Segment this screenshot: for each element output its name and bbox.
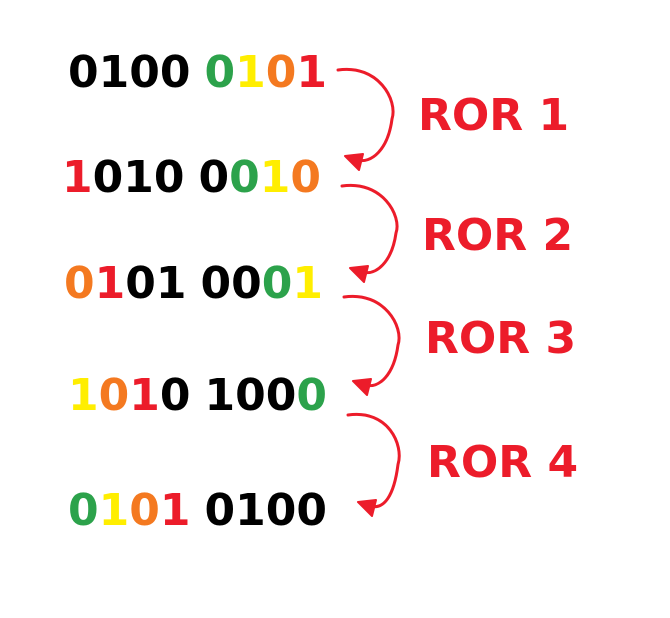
bit-digit: 0 <box>64 258 95 309</box>
bit-digit: 0 <box>265 370 297 421</box>
bit-digit: 1 <box>94 258 126 309</box>
step-label-ror-4: ROR 4 <box>427 437 579 488</box>
bit-digit: 0 <box>296 485 327 536</box>
bit-digit: 0 <box>68 485 99 536</box>
bit-digit: 0 <box>265 47 297 98</box>
bit-digit: 0 <box>290 152 321 203</box>
ror-arrow-3 <box>342 294 401 388</box>
bit-digit: 0 <box>265 485 297 536</box>
bit-digit: 0 <box>153 152 185 203</box>
step-label-ror-1: ROR 1 <box>418 90 570 141</box>
bit-digit: 0 <box>129 47 160 98</box>
bit-digit: 0 <box>261 258 293 309</box>
bit-digit: 1 <box>235 47 266 98</box>
bit-digit: 1 <box>129 370 160 421</box>
bit-digit: 0 <box>235 370 266 421</box>
bit-digit: 0 <box>68 47 99 98</box>
bit-digit: 1 <box>259 152 291 203</box>
arrowhead-icon <box>349 265 369 283</box>
bit-digit: 1 <box>98 485 130 536</box>
bit-digit: 0 <box>231 258 262 309</box>
step-label-ror-3: ROR 3 <box>425 313 577 364</box>
bit-digit: 0 <box>229 152 260 203</box>
bit-digit: 1 <box>159 485 191 536</box>
bit-digit: 1 <box>296 47 327 98</box>
bit-digit: 1 <box>235 485 266 536</box>
bit-digit: 1 <box>62 152 93 203</box>
bit-digit: 0 <box>204 485 236 536</box>
bit-digit: 1 <box>292 258 323 309</box>
bit-digit: 1 <box>204 370 236 421</box>
ror-arrow-4 <box>346 412 401 509</box>
ror-arrow-2 <box>340 183 399 275</box>
bit-digit: 1 <box>123 152 154 203</box>
arrowhead-icon <box>344 153 364 171</box>
bit-digit: 0 <box>204 47 236 98</box>
arrowhead-icon <box>357 499 377 517</box>
bit-digit: 0 <box>159 47 191 98</box>
bit-digit: 0 <box>92 152 124 203</box>
step-label-ror-2: ROR 2 <box>422 210 574 261</box>
bit-digit: 0 <box>125 258 156 309</box>
bit-digit: 0 <box>159 370 191 421</box>
bit-digit: 1 <box>68 370 99 421</box>
bit-digit: 1 <box>98 47 130 98</box>
bit-digit: 0 <box>98 370 130 421</box>
arrowhead-icon <box>352 378 372 396</box>
bit-digit: 0 <box>200 258 232 309</box>
bit-digit: 0 <box>129 485 160 536</box>
bit-digit: 1 <box>155 258 187 309</box>
bit-digit: 0 <box>198 152 230 203</box>
bit-digit: 0 <box>296 370 327 421</box>
ror-arrow-1 <box>336 67 395 163</box>
